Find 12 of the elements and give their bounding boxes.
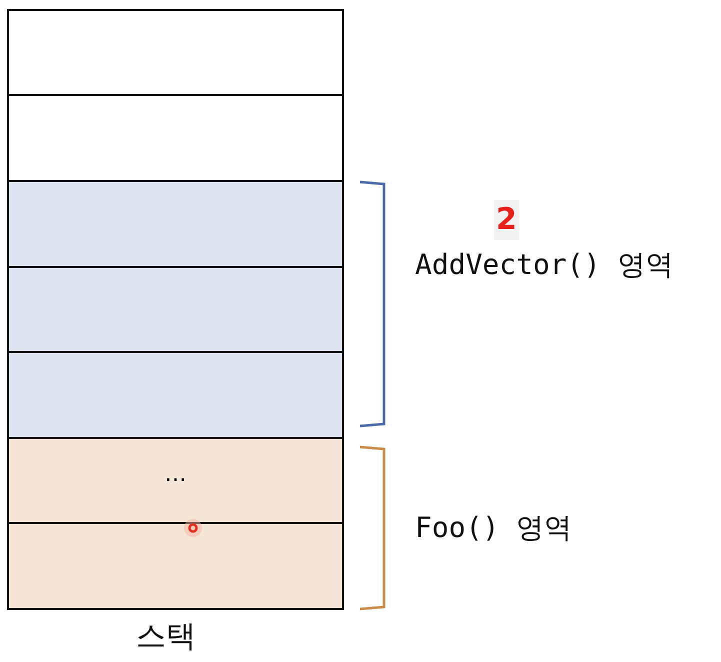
stack-cell: [7, 94, 344, 182]
callout-number: 2: [494, 200, 519, 240]
stack-cell: [7, 351, 344, 439]
stack-cell: [7, 266, 344, 353]
region-label: Foo() 영역: [415, 510, 572, 546]
stack-caption: 스택: [136, 618, 196, 656]
stack-cell: [7, 437, 344, 524]
ellipsis-text: …: [164, 462, 186, 487]
stack-cell: [7, 522, 344, 610]
stack-cell: [7, 9, 344, 96]
stack-cell: [7, 180, 344, 268]
region-label: AddVector() 영역: [415, 247, 674, 283]
